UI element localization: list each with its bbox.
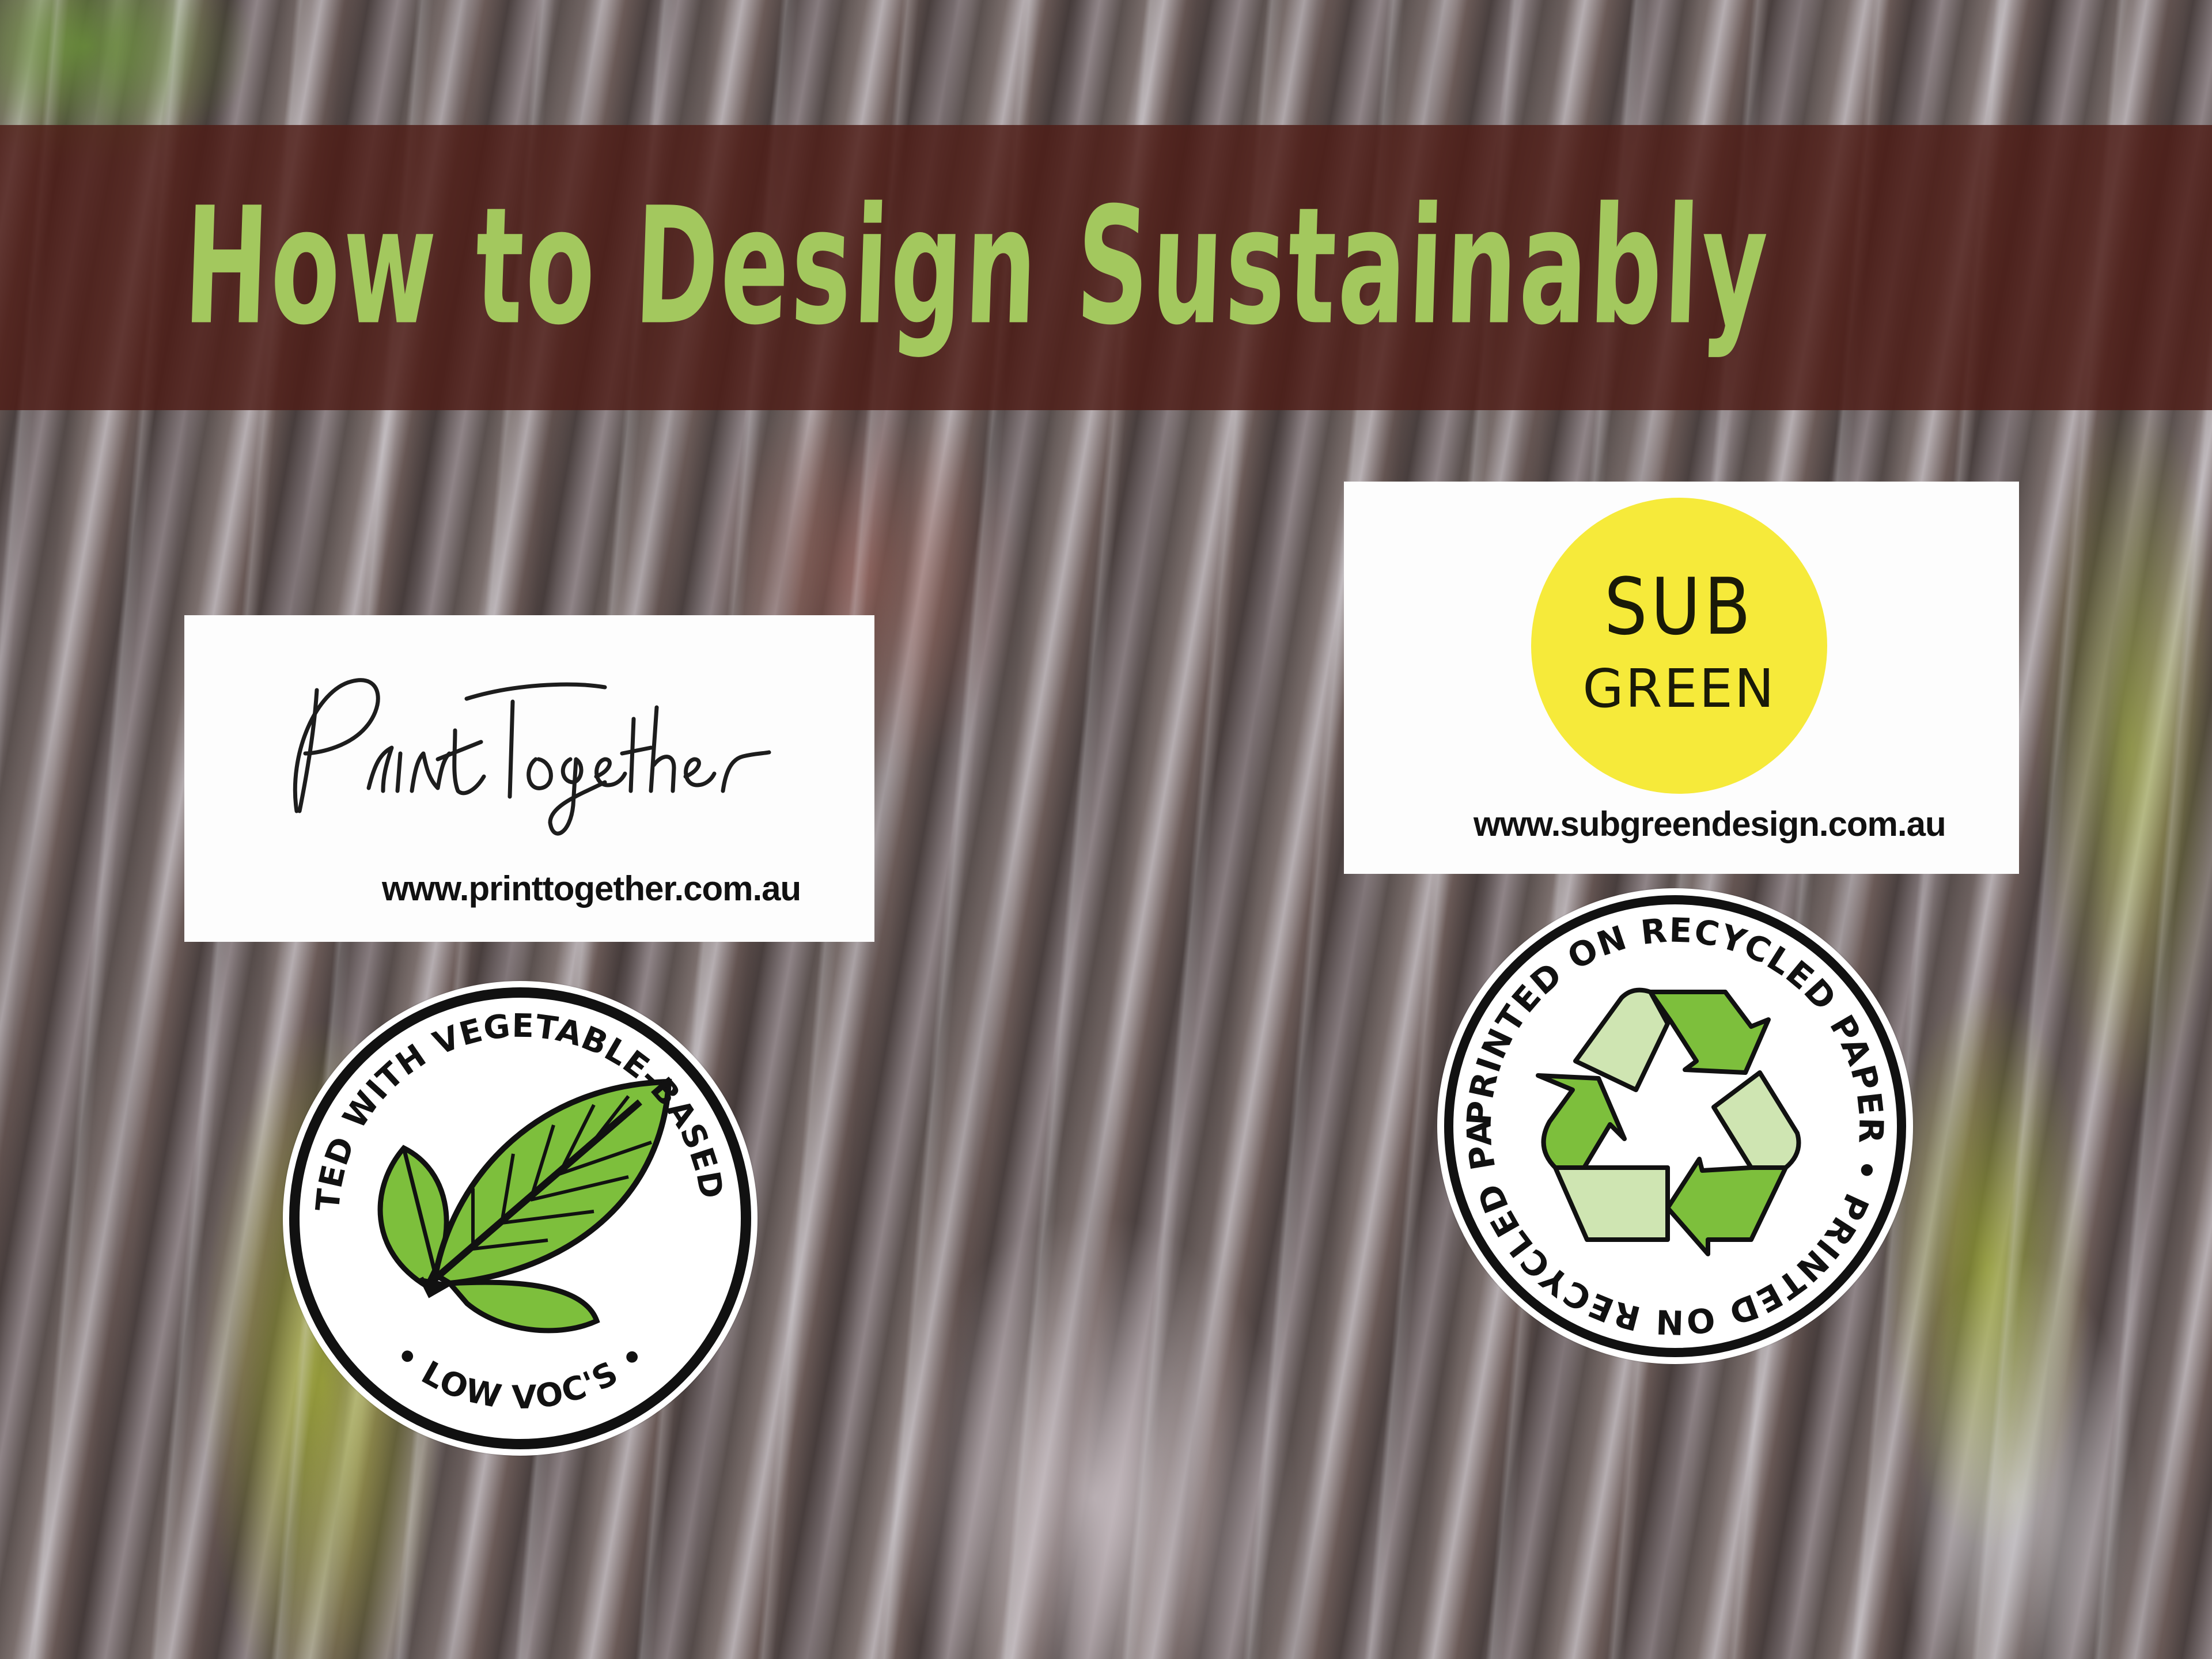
leaf-icon: PRINTED WITH VEGETABLE-BASED INKS • LOW … [283,981,751,1449]
subgreen-url[interactable]: www.subgreendesign.com.au [1474,805,1946,843]
subgreen-yellow-circle: SUB GREEN [1531,498,1827,794]
page-title: How to Design Sustainably [181,173,1772,361]
print-together-url[interactable]: www.printtogether.com.au [382,869,801,908]
print-together-logo-card[interactable]: www.printtogether.com.au [184,615,874,942]
subgreen-logo-green: GREEN [1582,658,1776,719]
subgreen-logo-card[interactable]: SUB GREEN www.subgreendesign.com.au [1344,482,2019,874]
svg-text:• LOW VOC'S •: • LOW VOC'S • [387,1336,653,1417]
vegetable-inks-badge: PRINTED WITH VEGETABLE-BASED INKS • LOW … [283,981,757,1456]
recycle-icon: PRINTED ON RECYCLED PAPER • PRINTED ON R… [1437,888,1906,1357]
subgreen-logo-sub: SUB [1604,560,1755,653]
title-banner [0,125,2212,410]
recycled-paper-badge: PRINTED ON RECYCLED PAPER • PRINTED ON R… [1437,888,1913,1364]
print-together-script-logo [293,678,771,836]
